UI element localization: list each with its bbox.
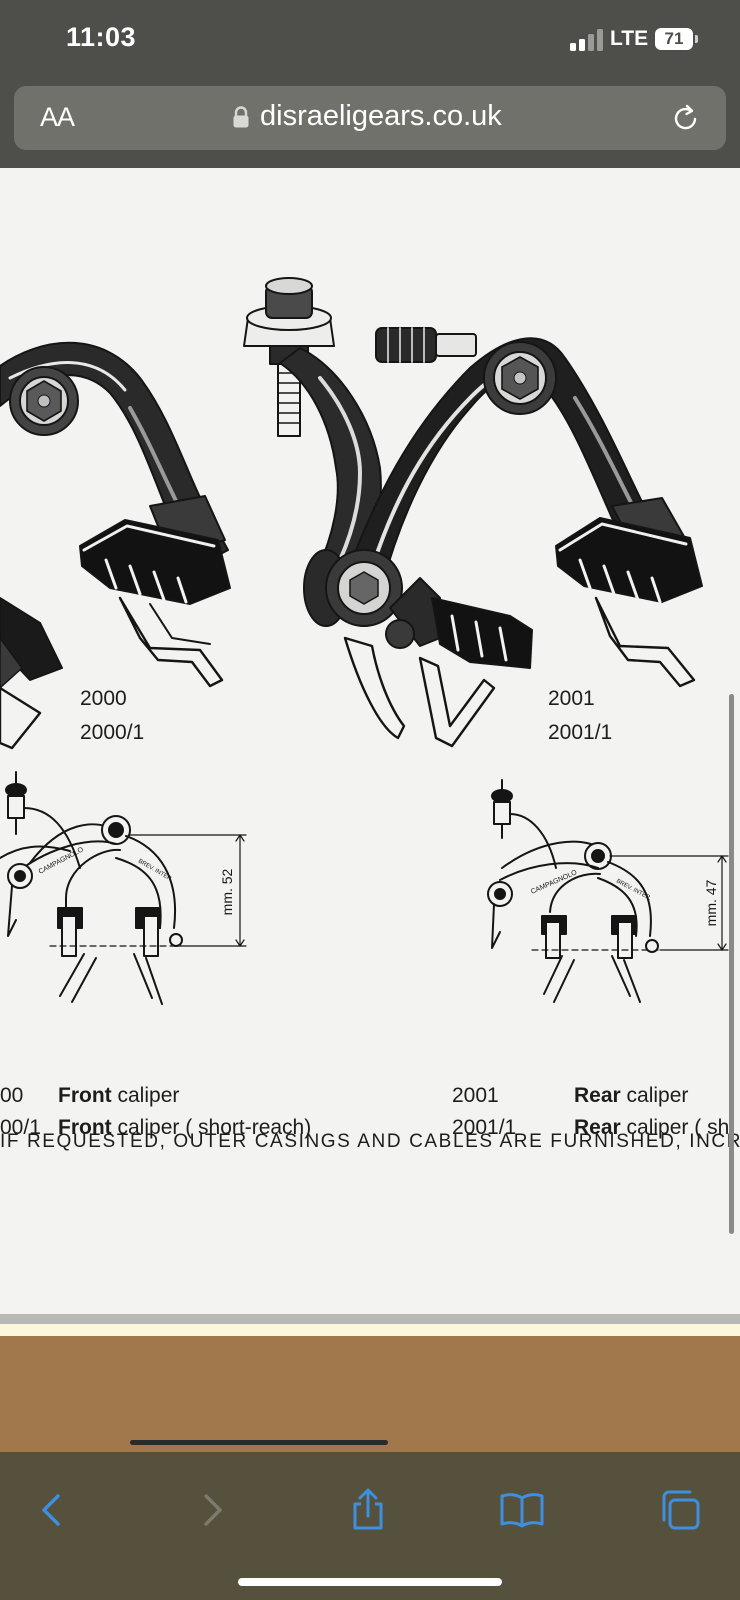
scrollbar[interactable] [729,694,734,1234]
book-icon[interactable] [498,1486,546,1534]
web-page-content[interactable]: mm. 52 CAMPAGNOLO BREV. INTER. [0,168,740,1314]
text-size-button[interactable]: AA [40,102,75,132]
chevron-right-icon[interactable] [188,1486,236,1534]
status-bar: 11:03 LTE 71 [0,0,740,84]
rear-model-labels: 2001 2001/1 [548,682,612,750]
url-text[interactable]: disraeligears.co.uk [260,100,502,132]
battery-icon: 71 [655,28,698,50]
bottom-toolbar [0,1452,740,1600]
rear-caliper-drawing [243,277,703,748]
model-2001: 2001 [548,687,595,710]
front-caliper-drawing [0,341,231,750]
caliper-illustrations: mm. 52 CAMPAGNOLO BREV. INTER. [0,277,729,1005]
status-time: 11:03 [66,22,137,52]
front-caliper-diagram [0,771,247,1005]
share-icon[interactable] [344,1486,392,1534]
page-edge [0,1314,740,1324]
page-edge-paper [0,1324,740,1336]
rear-diagram-dimension: mm. 47 [703,879,719,926]
model-2000: 2000 [80,687,127,710]
chevron-left-icon[interactable] [28,1486,76,1534]
front-model-labels: 2000 2000/1 [80,682,144,750]
rear-diagram-brand: CAMPAGNOLO [530,869,579,896]
lock-icon [233,106,249,128]
signal-bars-icon [570,29,603,51]
rear-caliper-diagram [487,779,729,1003]
url-bar[interactable]: AA disraeligears.co.uk [14,86,726,150]
page-background [0,1336,740,1452]
footnote-text: IF REQUESTED, OUTER CASINGS AND CABLES A… [0,1131,740,1152]
front-diagram-dimension: mm. 52 [219,868,235,915]
toolbar-grabber[interactable] [130,1440,388,1445]
model-2001-1: 2001/1 [548,721,613,744]
battery-level: 71 [655,28,693,50]
reload-icon[interactable] [670,102,702,134]
tabs-icon[interactable] [656,1486,704,1534]
model-2000-1: 2000/1 [80,721,145,744]
home-indicator[interactable] [238,1578,502,1586]
network-type: LTE [610,27,649,50]
